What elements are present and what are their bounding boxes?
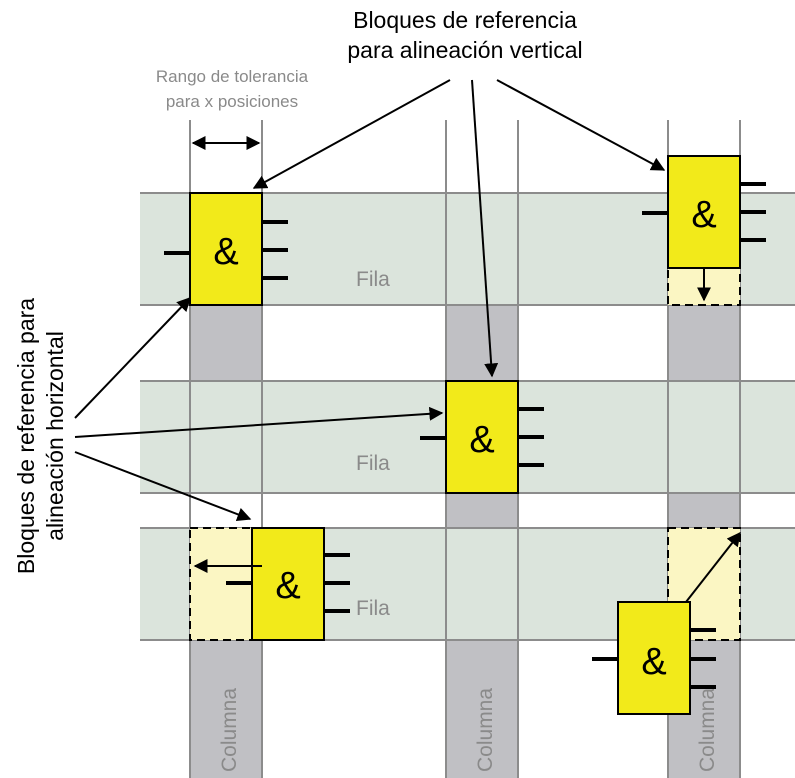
arrow-horizontal-ref-2: [74, 406, 444, 438]
row-label-2: Fila: [356, 452, 390, 475]
column-band-3-b: [668, 493, 740, 528]
row-label-1: Fila: [356, 268, 390, 291]
arrow-move-diagonal: [685, 531, 741, 603]
column-band-1-b: [190, 640, 262, 778]
column-band-3-a: [668, 305, 740, 381]
logic-block-bottom-right: &: [592, 601, 716, 715]
column-band-1-a: [190, 305, 262, 381]
logic-block-center: &: [420, 380, 544, 494]
arrow-vertical-ref-2: [471, 79, 499, 378]
pointer-arrows: [74, 79, 741, 603]
tolerance-label-line1: Rango de tolerancia: [156, 67, 309, 86]
horizontal-ref-title-line1: Bloques de referencia para: [13, 298, 39, 574]
arrow-vertical-ref-1: [252, 79, 451, 189]
column-band-2-a: [446, 305, 518, 381]
column-band-2-b: [446, 493, 518, 528]
column-label-1: Columna: [218, 688, 241, 772]
column-label-2: Columna: [474, 688, 497, 772]
arrow-horizontal-ref-1: [74, 296, 191, 419]
vertical-ref-title-line1: Bloques de referencia: [353, 7, 577, 33]
and-symbol: &: [275, 565, 300, 607]
column-band-2-c: [446, 640, 518, 778]
and-symbol: &: [691, 194, 716, 236]
vertical-ref-title-line2: para alineación vertical: [347, 37, 582, 63]
and-symbol: &: [213, 231, 238, 273]
column-label-3: Columna: [696, 688, 719, 772]
row-label-3: Fila: [356, 597, 390, 620]
horizontal-ref-title-line2: alineación horizontal: [42, 331, 68, 541]
logic-block-bottom-left: &: [226, 527, 350, 641]
and-symbol: &: [469, 419, 494, 461]
arrow-vertical-ref-3: [496, 79, 666, 171]
tolerance-label-line2: para x posiciones: [166, 92, 298, 111]
logic-block-top-right: &: [642, 155, 766, 269]
arrow-horizontal-ref-3: [74, 451, 252, 522]
logic-block-top-left: &: [164, 192, 288, 306]
and-symbol: &: [641, 641, 666, 683]
